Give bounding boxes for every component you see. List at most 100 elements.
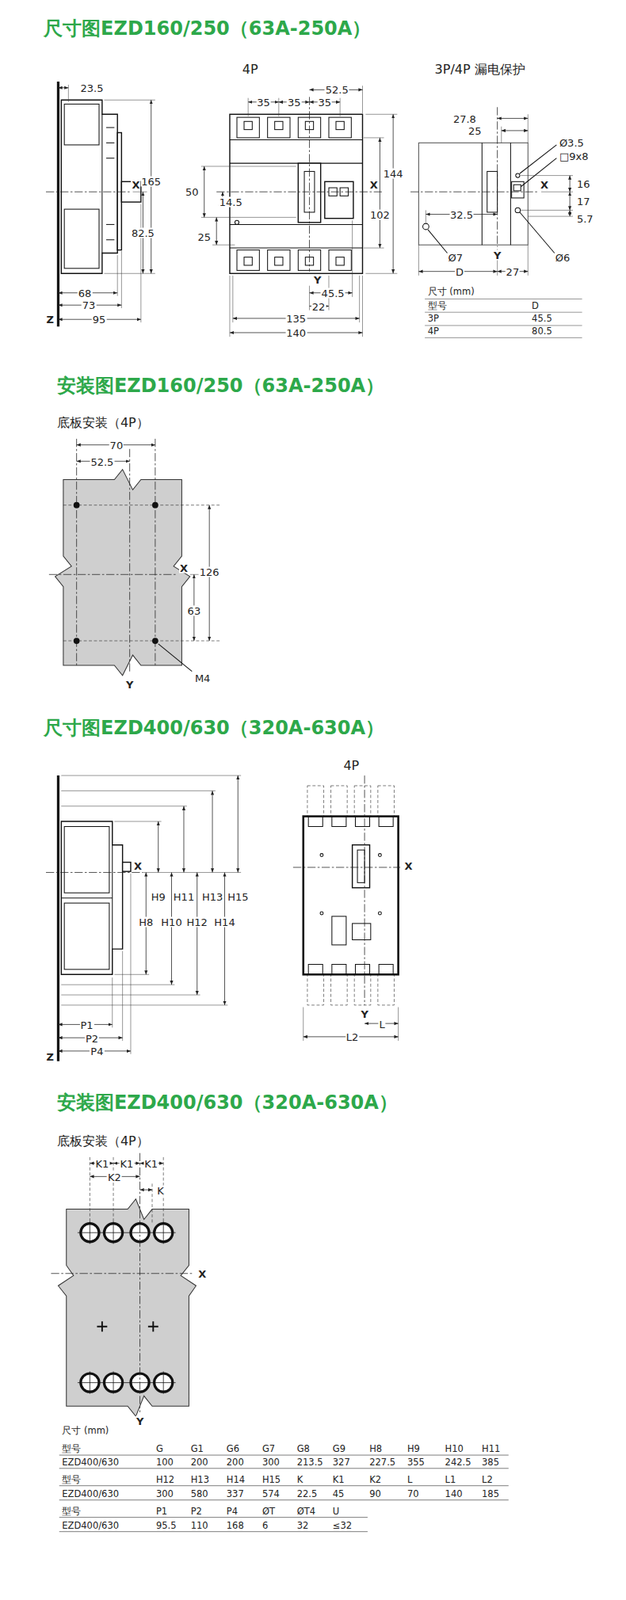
mounting-plate-large-part bbox=[50, 1273, 194, 1275]
leakage-view-part bbox=[418, 244, 420, 276]
mounting-plate-part bbox=[154, 438, 156, 666]
side-view-large-part bbox=[61, 984, 175, 986]
side-view-large-part bbox=[122, 862, 131, 873]
mounting-plate-part bbox=[158, 644, 193, 672]
front-view-large-part bbox=[357, 850, 365, 883]
table-cell: 140 bbox=[444, 1490, 464, 1501]
table-cell: 型号 bbox=[427, 301, 448, 312]
side-view-part bbox=[106, 142, 115, 144]
axis-label: Y bbox=[125, 679, 134, 690]
dimension-label: 70 bbox=[109, 439, 125, 451]
side-view-large-part bbox=[212, 790, 214, 873]
side-view-large-part bbox=[64, 826, 110, 894]
dimension-label: 16 bbox=[576, 179, 592, 190]
table-cell: H8 bbox=[368, 1445, 383, 1455]
dimension-label: 32.5 bbox=[449, 209, 474, 220]
table-cell: 300 bbox=[155, 1490, 175, 1501]
leakage-view-part bbox=[541, 191, 573, 193]
side-view-large-part bbox=[61, 821, 123, 975]
front-view-large-part bbox=[352, 845, 371, 889]
dimension-label: 140 bbox=[285, 328, 307, 339]
dimension-label: 68 bbox=[77, 287, 93, 298]
side-view-large-part bbox=[183, 806, 184, 874]
axis-label: Y bbox=[359, 1008, 369, 1020]
mounting-plate-part bbox=[63, 641, 220, 642]
table-cell: H10 bbox=[444, 1445, 465, 1455]
dimension-label: 14.5 bbox=[218, 197, 244, 208]
view-label: 4P bbox=[241, 63, 260, 77]
axis-label: X bbox=[403, 860, 413, 871]
front-view-part bbox=[232, 275, 233, 323]
front-view-large-part bbox=[320, 854, 324, 858]
front-view-large-part bbox=[320, 912, 324, 916]
front-view-part bbox=[229, 163, 363, 165]
leakage-view-part bbox=[515, 207, 520, 213]
dimension-label: 17 bbox=[576, 195, 592, 207]
table-cell: 327 bbox=[332, 1458, 352, 1469]
dimension-label: P2 bbox=[84, 1033, 100, 1044]
mounting-plate-large-part bbox=[140, 1190, 153, 1191]
front-view-part bbox=[324, 181, 354, 218]
dimension-label: P1 bbox=[79, 1019, 94, 1031]
dimension-label: 144 bbox=[382, 168, 405, 180]
side-view-part bbox=[106, 127, 115, 129]
leakage-view-part bbox=[427, 229, 447, 254]
dimension-label: H8 bbox=[137, 916, 154, 928]
side-view-part bbox=[64, 209, 100, 269]
dimension-label: D bbox=[454, 266, 465, 277]
dimension-label: 35 bbox=[286, 96, 302, 107]
table-cell: 200 bbox=[225, 1458, 245, 1469]
front-view-large-part bbox=[377, 974, 395, 1006]
front-view-part bbox=[328, 250, 352, 272]
table-cell: 580 bbox=[190, 1490, 210, 1501]
dimension-label: K1 bbox=[94, 1159, 110, 1170]
front-view-large-part bbox=[397, 1007, 399, 1043]
side-view-large-part bbox=[61, 790, 216, 792]
section-title: 安装图EZD400/630（320A-630A） bbox=[56, 1093, 399, 1113]
mounting-plate-large-part bbox=[59, 1455, 509, 1533]
front-view-part bbox=[236, 117, 260, 138]
front-view-part bbox=[229, 248, 363, 249]
leakage-view-part bbox=[424, 298, 582, 300]
leakage-view-part bbox=[520, 175, 573, 176]
table-cell: 80.5 bbox=[530, 327, 554, 337]
mounting-plate-large-part bbox=[113, 1157, 115, 1223]
front-view-part bbox=[393, 114, 394, 274]
side-view-large-part bbox=[61, 775, 241, 777]
dimension-label: 5.7 bbox=[576, 213, 595, 224]
axis-label: Z bbox=[45, 314, 54, 325]
table-cell: 385 bbox=[480, 1458, 501, 1469]
leakage-view-part bbox=[520, 209, 573, 211]
leakage-view-part bbox=[410, 191, 539, 193]
side-view-part bbox=[106, 157, 115, 159]
side-view-large-part bbox=[224, 872, 226, 1005]
mounting-plate-part bbox=[63, 504, 220, 506]
side-view-part bbox=[140, 204, 142, 323]
side-view-large-part bbox=[122, 951, 123, 1042]
front-view-part bbox=[229, 139, 363, 141]
mounting-plate-part bbox=[152, 637, 159, 645]
table-cell: 型号 bbox=[61, 1445, 82, 1455]
front-view-large-part bbox=[332, 916, 347, 946]
front-view-part bbox=[365, 114, 397, 115]
dimension-label: H14 bbox=[213, 916, 236, 928]
dimension-label: 102 bbox=[369, 209, 391, 220]
table-cell: 95.5 bbox=[155, 1522, 178, 1532]
leakage-view-part bbox=[497, 118, 529, 119]
front-view-large-part bbox=[354, 786, 371, 817]
table-cell: 型号 bbox=[61, 1507, 82, 1518]
dimension-label: K bbox=[156, 1185, 165, 1196]
leakage-view-part bbox=[424, 324, 582, 326]
view-label: 3P/4P 漏电保护 bbox=[434, 63, 527, 77]
mounting-plate-part bbox=[76, 438, 77, 666]
table-cell: 213.5 bbox=[296, 1458, 325, 1469]
side-view-large bbox=[45, 775, 241, 1062]
table-cell: H12 bbox=[155, 1476, 176, 1486]
dimension-label: 126 bbox=[198, 566, 221, 577]
leakage-view-part bbox=[418, 142, 528, 245]
front-view-part bbox=[244, 257, 252, 266]
table-cell: H13 bbox=[190, 1476, 210, 1486]
front-view-part bbox=[234, 220, 239, 225]
mounting-plate-part bbox=[152, 502, 159, 509]
front-view-large-part bbox=[302, 1007, 304, 1043]
